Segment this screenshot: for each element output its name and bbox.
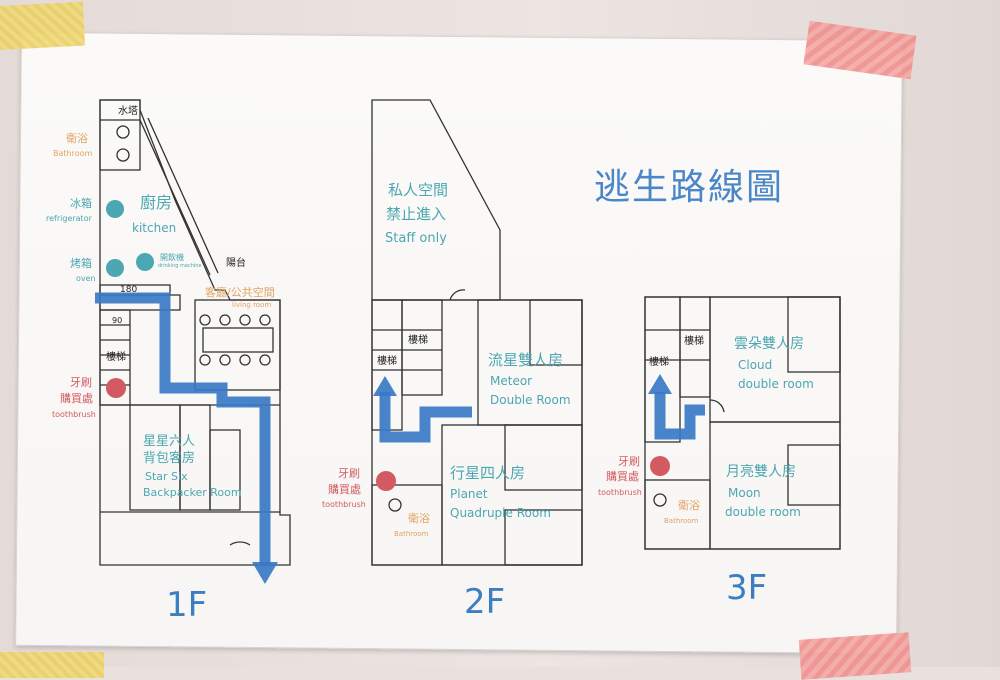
bathroom-label-1f: 衛浴 [66, 132, 88, 145]
floor-plan-3f [644, 296, 841, 550]
private-space-label: 私人空間 [388, 181, 449, 199]
oven-marker [106, 259, 124, 277]
double-room-en-label-cloud: double room [738, 377, 814, 391]
fridge-marker [106, 200, 124, 218]
floor-label-2f: 2F [464, 582, 506, 622]
fridge-en-label: refrigerator [46, 214, 92, 223]
moon-en-label: Moon [728, 486, 761, 500]
stairs-label-2f-lower: 樓梯 [377, 356, 397, 367]
escape-route-1f [95, 292, 271, 565]
floor-plan-1f [99, 99, 291, 566]
stairs-label-2f-upper: 樓梯 [408, 335, 428, 346]
moon-room-label: 月亮雙人房 [726, 464, 796, 480]
floor-label-1f: 1F [166, 585, 208, 625]
kitchen-label: 廚房 [140, 193, 173, 212]
dispenser-en-label: drinking machine [158, 263, 202, 269]
arrow-head-2f [373, 376, 397, 396]
arrow-head-3f [648, 374, 672, 394]
toothbrush-en-label-2f: toothbrush [322, 500, 366, 509]
escape-route-3f [654, 392, 705, 440]
toothbrush-label-1f: 牙刷 [70, 376, 92, 389]
planet-en-label: Planet [450, 487, 488, 501]
oven-label: 烤箱 [70, 257, 92, 270]
oven-en-label: oven [76, 274, 96, 283]
double-room-en-label-2f: Double Room [490, 393, 571, 407]
bathroom-en-label-2f: Bathroom [394, 530, 429, 538]
no-entry-label: 禁止進入 [386, 205, 447, 223]
balcony-label: 陽台 [226, 258, 246, 269]
meteor-room-label: 流星雙人房 [488, 351, 564, 369]
toothbrush-en-label-1f: toothbrush [52, 410, 96, 419]
map-title: 逃生路線圖 [594, 167, 785, 208]
stairs-label-1f: 樓梯 [106, 352, 126, 363]
dimension-180: 180 [120, 285, 138, 295]
bathroom-en-label-3f: Bathroom [664, 517, 699, 525]
staff-only-label: Staff only [385, 231, 447, 246]
bathroom-label-2f: 衛浴 [408, 512, 430, 525]
fridge-label: 冰箱 [70, 197, 92, 210]
star-six-room-label: 星星六人 [143, 434, 196, 449]
toothbrush-label-3f: 牙刷 [618, 455, 640, 468]
quadruple-room-en-label: Quadruple Room [450, 506, 551, 520]
stairs-label-3f-upper: 樓梯 [684, 336, 704, 347]
toothbrush-place-label-2f: 購買處 [328, 483, 361, 496]
toothbrush-place-label-3f: 購買處 [606, 470, 639, 483]
water-tower-label: 水塔 [118, 106, 138, 117]
toothbrush-marker-2f [376, 471, 396, 491]
floor-label-3f: 3F [726, 568, 768, 608]
toothbrush-marker-3f [650, 456, 670, 476]
cloud-en-label: Cloud [738, 358, 773, 372]
cloud-room-label: 雲朵雙人房 [734, 336, 804, 352]
toothbrush-label-2f: 牙刷 [338, 467, 360, 480]
dispenser-label: 開飲機 [160, 253, 184, 262]
living-room-label: 客廳/公共空間 [205, 286, 275, 299]
living-room-en-label: living room [232, 301, 272, 309]
meteor-en-label: Meteor [490, 374, 533, 388]
star-six-en-label: Star Six [145, 470, 188, 483]
backpacker-en-label: Backpacker Room [143, 486, 242, 499]
double-room-en-label-moon: double room [725, 505, 801, 519]
kitchen-en-label: kitchen [132, 221, 177, 235]
toothbrush-en-label-3f: toothbrush [598, 488, 642, 497]
bathroom-en-label-1f: Bathroom [53, 149, 93, 158]
escape-route-2f [379, 392, 472, 443]
dispenser-marker [136, 253, 154, 271]
stairs-label-3f-lower: 樓梯 [649, 357, 669, 368]
toothbrush-marker-1f [106, 378, 126, 398]
planet-room-label: 行星四人房 [450, 464, 526, 482]
dimension-90: 90 [112, 316, 123, 325]
backpacker-room-label: 背包客房 [143, 451, 196, 466]
arrow-head-1f [252, 562, 278, 584]
bathroom-label-3f: 衛浴 [678, 499, 700, 512]
toothbrush-place-label-1f: 購買處 [60, 392, 93, 405]
